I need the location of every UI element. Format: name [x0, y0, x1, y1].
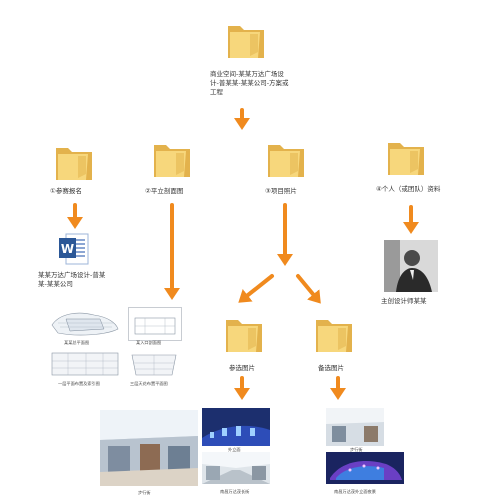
drawing-caption-3: 一层平面布置及索引图: [58, 381, 100, 386]
branch4-label: ④个人（或团队）资料: [376, 185, 441, 193]
branch4-folder-icon[interactable]: [384, 135, 428, 179]
sub2-folder-icon[interactable]: [312, 312, 356, 356]
drawing-caption-1: 某某总平面图: [64, 340, 90, 345]
photo-caption-r2: 南昌万达茂外立面夜景: [334, 489, 376, 494]
branch1-label: ①参赛报名: [50, 187, 82, 195]
branch2-label: ②平立剖面图: [145, 187, 184, 195]
drawing-ceiling-plan[interactable]: [128, 349, 180, 379]
photo-long-street[interactable]: [202, 452, 270, 484]
branch2-folder-icon[interactable]: [150, 137, 194, 181]
arrow-split-left: [238, 274, 274, 303]
photo-caption-l3: 南昌万达茂长街: [220, 489, 250, 494]
photo-mall-atrium[interactable]: [100, 410, 198, 486]
arrow-split-right: [296, 274, 321, 304]
doc-label: 某某万达广场设计-普某某-某某公司: [38, 271, 106, 288]
photo-caption-l2: 外立面: [228, 447, 241, 452]
drawings-panel: 某某总平面图 某入口剖面图 一层平面布置及索引图 三层天花布置平面图: [46, 305, 184, 389]
person-label: 主创设计师某某: [381, 297, 427, 305]
root-folder-icon[interactable]: [224, 18, 268, 62]
root-label: 商业空间-某某万达广场设计-普某某-某某公司-方案或工程: [210, 70, 289, 96]
photo-facade-night[interactable]: [202, 408, 270, 446]
drawing-site-plan[interactable]: [48, 307, 122, 339]
drawing-caption-2: 某入口剖面图: [136, 340, 162, 345]
branch3-folder-icon[interactable]: [264, 137, 308, 181]
branch1-folder-icon[interactable]: [52, 140, 96, 184]
drawing-section[interactable]: [128, 307, 182, 341]
drawing-floor-plan[interactable]: [48, 349, 122, 379]
svg-text:W: W: [61, 242, 74, 256]
designer-photo[interactable]: [384, 240, 438, 292]
sub2-label: 备选图片: [318, 364, 344, 372]
sub1-folder-icon[interactable]: [222, 312, 266, 356]
branch3-label: ③项目照片: [265, 187, 297, 195]
word-doc-icon[interactable]: W: [58, 232, 90, 266]
photo-caption-r1: 步行街: [350, 447, 363, 452]
photo-walkway[interactable]: [326, 408, 384, 446]
drawing-caption-4: 三层天花布置平面图: [130, 381, 168, 386]
photo-facade-night-2[interactable]: [326, 452, 404, 484]
photo-caption-l1: 步行街: [138, 490, 151, 495]
sub1-label: 参选图片: [229, 364, 255, 372]
